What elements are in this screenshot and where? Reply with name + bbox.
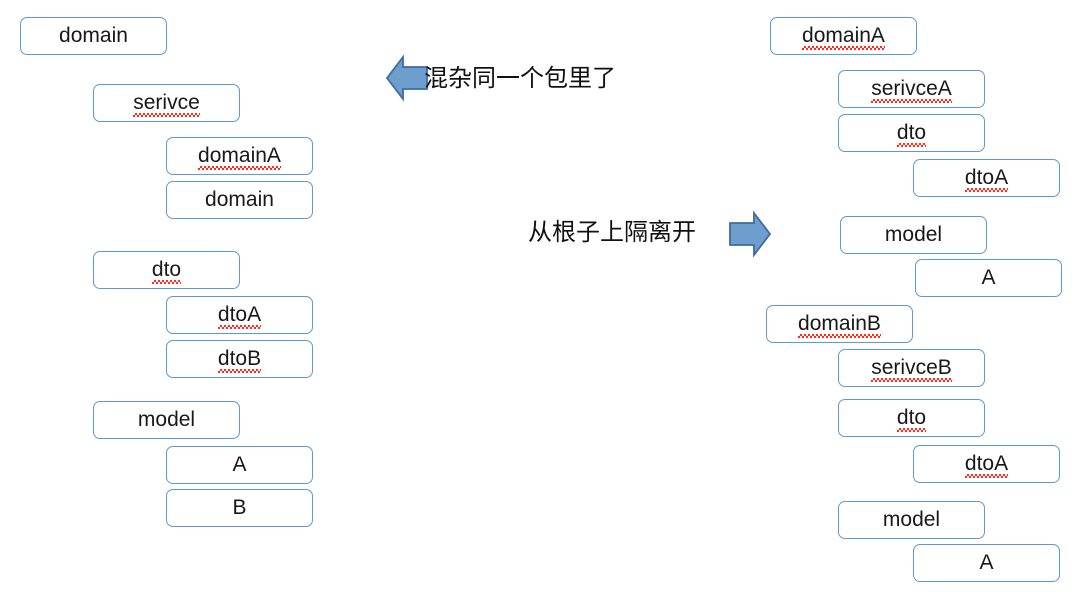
package-label: model bbox=[137, 407, 196, 431]
package-label: dtoA bbox=[964, 165, 1009, 192]
package-label: domain bbox=[59, 23, 128, 47]
arrow-right-icon bbox=[728, 208, 772, 260]
package-box-serivce[interactable]: serivce bbox=[93, 84, 240, 122]
package-label: domainB bbox=[798, 311, 881, 338]
package-box-domain[interactable]: domain bbox=[20, 17, 167, 55]
package-label: serivceB bbox=[871, 355, 952, 382]
arrow-left-icon bbox=[385, 52, 429, 104]
package-label: B bbox=[232, 495, 247, 519]
package-box-dtoa[interactable]: dtoA bbox=[166, 296, 313, 334]
package-label: dtoA bbox=[217, 302, 262, 329]
package-box-dto[interactable]: dto bbox=[838, 399, 985, 437]
package-box-model[interactable]: model bbox=[93, 401, 240, 439]
package-box-dtoa[interactable]: dtoA bbox=[913, 159, 1060, 197]
package-box-dto[interactable]: dto bbox=[838, 114, 985, 152]
package-label: dtoA bbox=[964, 451, 1009, 478]
package-label: dto bbox=[896, 405, 927, 432]
package-label: dtoB bbox=[217, 346, 262, 373]
package-box-a[interactable]: A bbox=[913, 544, 1060, 582]
package-box-domaina[interactable]: domainA bbox=[770, 17, 917, 55]
package-label: serivceA bbox=[871, 76, 952, 103]
annotation-text-isolate-from-the-root: 从根子上隔离开 bbox=[528, 218, 696, 246]
package-box-dto[interactable]: dto bbox=[93, 251, 240, 289]
package-box-model[interactable]: model bbox=[840, 216, 987, 254]
package-label: model bbox=[882, 507, 941, 531]
package-label: domainA bbox=[198, 143, 281, 170]
package-label: domainA bbox=[802, 23, 885, 50]
package-label: serivce bbox=[133, 90, 200, 117]
package-label: domain bbox=[205, 187, 274, 211]
package-label: model bbox=[884, 222, 943, 246]
annotation-text-mixed-in-one-package: 混杂同一个包里了 bbox=[424, 64, 616, 92]
package-label: A bbox=[232, 452, 247, 476]
package-box-a[interactable]: A bbox=[915, 259, 1062, 297]
package-box-serivcea[interactable]: serivceA bbox=[838, 70, 985, 108]
package-box-dtoa[interactable]: dtoA bbox=[913, 445, 1060, 483]
package-box-a[interactable]: A bbox=[166, 446, 313, 484]
package-label: dto bbox=[151, 257, 182, 284]
package-box-domaina[interactable]: domainA bbox=[166, 137, 313, 175]
package-box-domain[interactable]: domain bbox=[166, 181, 313, 219]
package-box-domainb[interactable]: domainB bbox=[766, 305, 913, 343]
package-box-dtob[interactable]: dtoB bbox=[166, 340, 313, 378]
package-box-model[interactable]: model bbox=[838, 501, 985, 539]
package-box-serivceb[interactable]: serivceB bbox=[838, 349, 985, 387]
package-label: A bbox=[979, 550, 994, 574]
package-label: dto bbox=[896, 120, 927, 147]
package-label: A bbox=[981, 265, 996, 289]
package-box-b[interactable]: B bbox=[166, 489, 313, 527]
